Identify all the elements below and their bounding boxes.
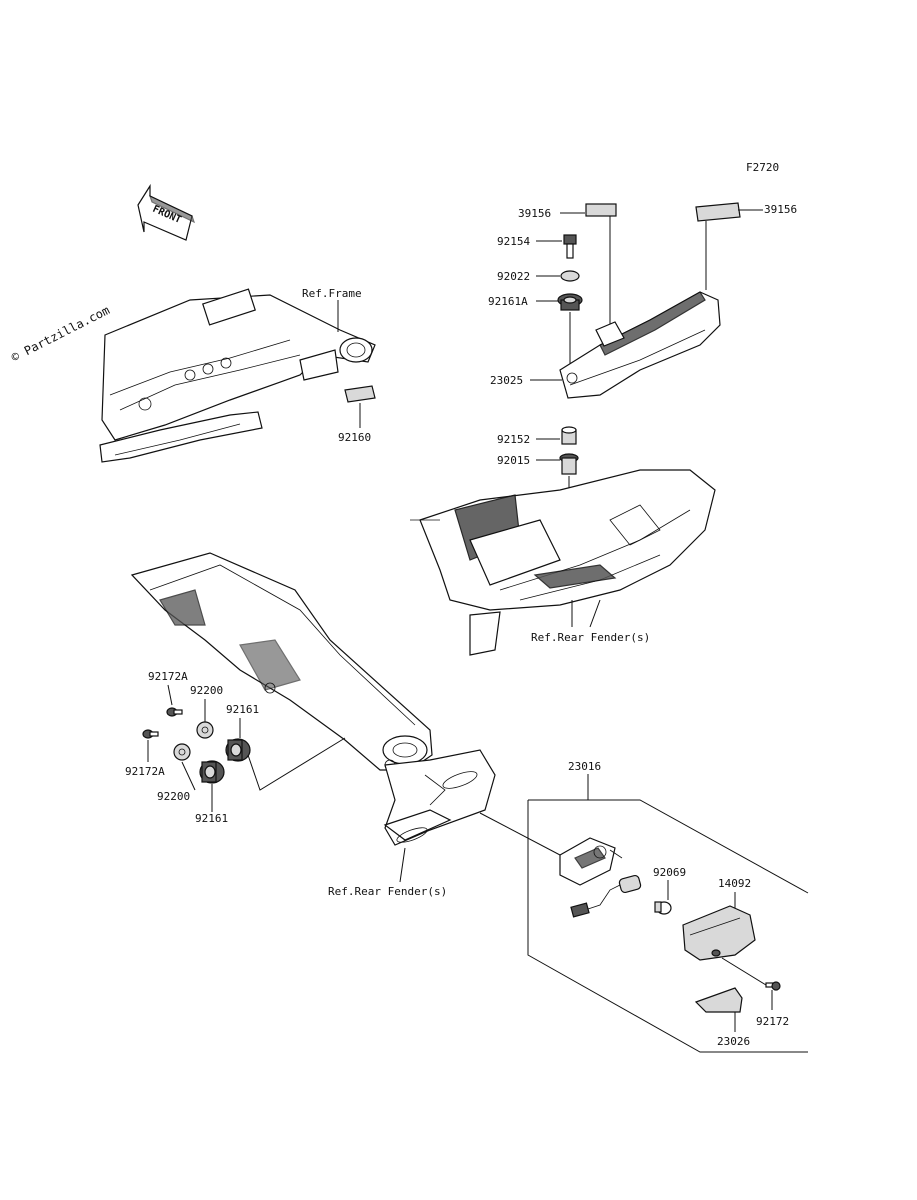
screw-92172 <box>765 981 781 991</box>
front-arrow-icon: FRONT <box>137 183 196 241</box>
part-92172[interactable]: 92172 <box>756 1015 789 1028</box>
part-92022[interactable]: 92022 <box>497 270 530 283</box>
license-light-housing <box>559 837 623 886</box>
frame-illustration <box>99 288 376 463</box>
rear-fender-upper-illustration <box>410 469 716 656</box>
ref-rear-fender-upper-label: Ref.Rear Fender(s) <box>531 631 650 644</box>
sticker-left <box>585 203 617 217</box>
part-23025[interactable]: 23025 <box>490 374 523 387</box>
grommet-92161A <box>557 293 583 311</box>
part-92154[interactable]: 92154 <box>497 235 530 248</box>
socket-wire <box>570 874 642 918</box>
tail-light-23025 <box>559 291 721 399</box>
rear-fender-lower-illustration <box>130 552 496 846</box>
ref-rear-fender-lower-label: Ref.Rear Fender(s) <box>328 885 447 898</box>
part-23026[interactable]: 23026 <box>717 1035 750 1048</box>
part-92152[interactable]: 92152 <box>497 433 530 446</box>
sticker-right <box>695 202 741 222</box>
part-92015[interactable]: 92015 <box>497 454 530 467</box>
collar-92152 <box>561 426 577 445</box>
watermark: © Partzilla.com <box>9 303 112 365</box>
bulb-92069 <box>654 901 672 915</box>
lens-cover-14092 <box>682 905 756 961</box>
part-92161A[interactable]: 92161A <box>488 295 528 308</box>
part-92160[interactable]: 92160 <box>338 431 371 444</box>
part-92161-bottom[interactable]: 92161 <box>195 812 228 825</box>
part-23016[interactable]: 23016 <box>568 760 601 773</box>
grommet-92161-top <box>225 738 251 762</box>
part-92161-top[interactable]: 92161 <box>226 703 259 716</box>
washer-92200-bottom <box>173 743 191 761</box>
screw-92154 <box>563 234 577 259</box>
part-92172A-top[interactable]: 92172A <box>148 670 188 683</box>
grommet-92161-bottom <box>199 760 225 784</box>
part-39156-right[interactable]: 39156 <box>764 203 797 216</box>
part-92069[interactable]: 92069 <box>653 866 686 879</box>
part-92200-bottom[interactable]: 92200 <box>157 790 190 803</box>
part-92200-top[interactable]: 92200 <box>190 684 223 697</box>
nut-92015 <box>559 453 579 475</box>
part-14092[interactable]: 14092 <box>718 877 751 890</box>
part-92172A-bottom[interactable]: 92172A <box>125 765 165 778</box>
washer-92200-top <box>196 721 214 739</box>
screw-92172A-bottom <box>142 729 159 739</box>
diagram-code: F2720 <box>746 161 779 174</box>
lens-23026 <box>694 987 743 1013</box>
ref-frame-label: Ref.Frame <box>302 287 362 300</box>
washer-92022 <box>560 270 580 282</box>
part-39156-left[interactable]: 39156 <box>518 207 551 220</box>
screw-92172A-top <box>166 707 183 717</box>
